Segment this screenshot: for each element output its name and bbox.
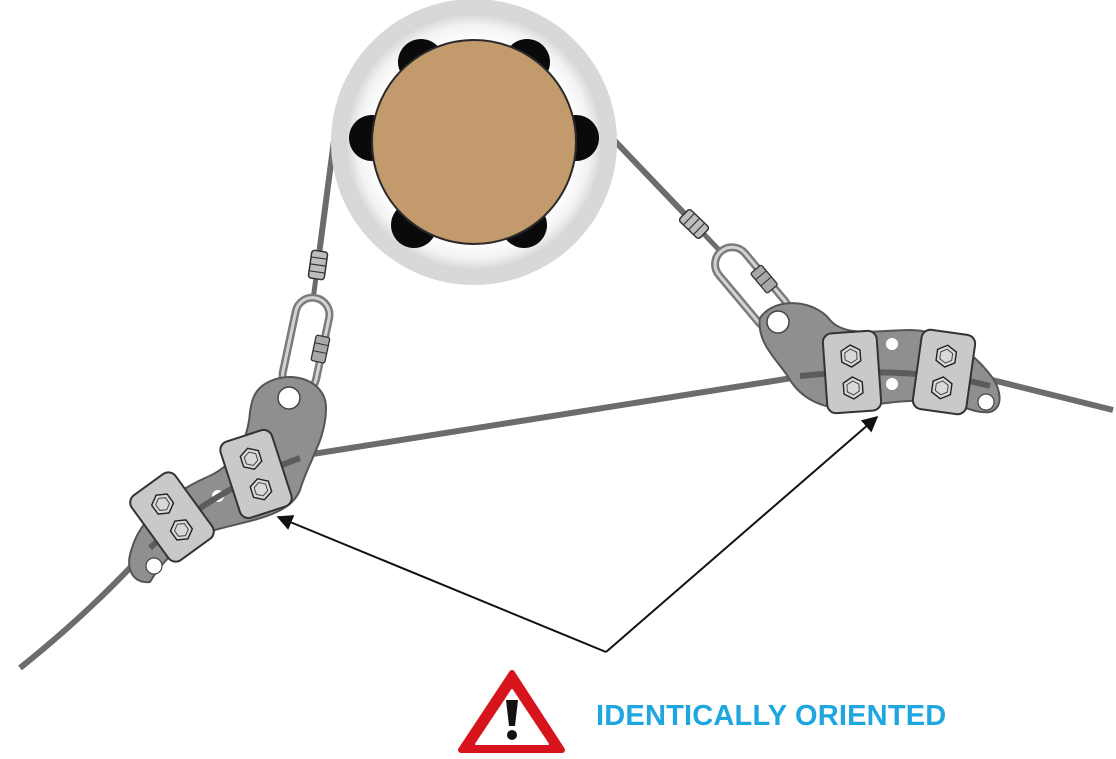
clamp-hole [886,378,898,390]
drum-core [371,39,577,245]
clamp-hole [766,310,790,334]
clamp-hole [886,338,898,350]
arrow-to-right-clamp [605,415,879,653]
pointer-arrows [276,415,879,653]
bolt-block [219,428,293,520]
warning-label: IDENTICALLY ORIENTED [596,700,947,732]
arrow-to-left-clamp [276,515,607,653]
clamp-hole [977,393,995,411]
bolt-block [821,329,883,415]
cable-clamp-right [758,302,1001,416]
clamp-hole [277,386,301,410]
clamp-hole [145,557,163,575]
cable-ferrule-right [678,209,710,239]
warning-triangle-icon [458,670,565,753]
bolt-block [129,471,215,563]
cable-drum [331,0,617,285]
cable-ferrule-left [307,249,329,281]
cable-clamp-left [128,376,328,584]
bolt-block [911,328,977,416]
support-cable-right [609,135,724,255]
clamp-hole [200,460,212,472]
